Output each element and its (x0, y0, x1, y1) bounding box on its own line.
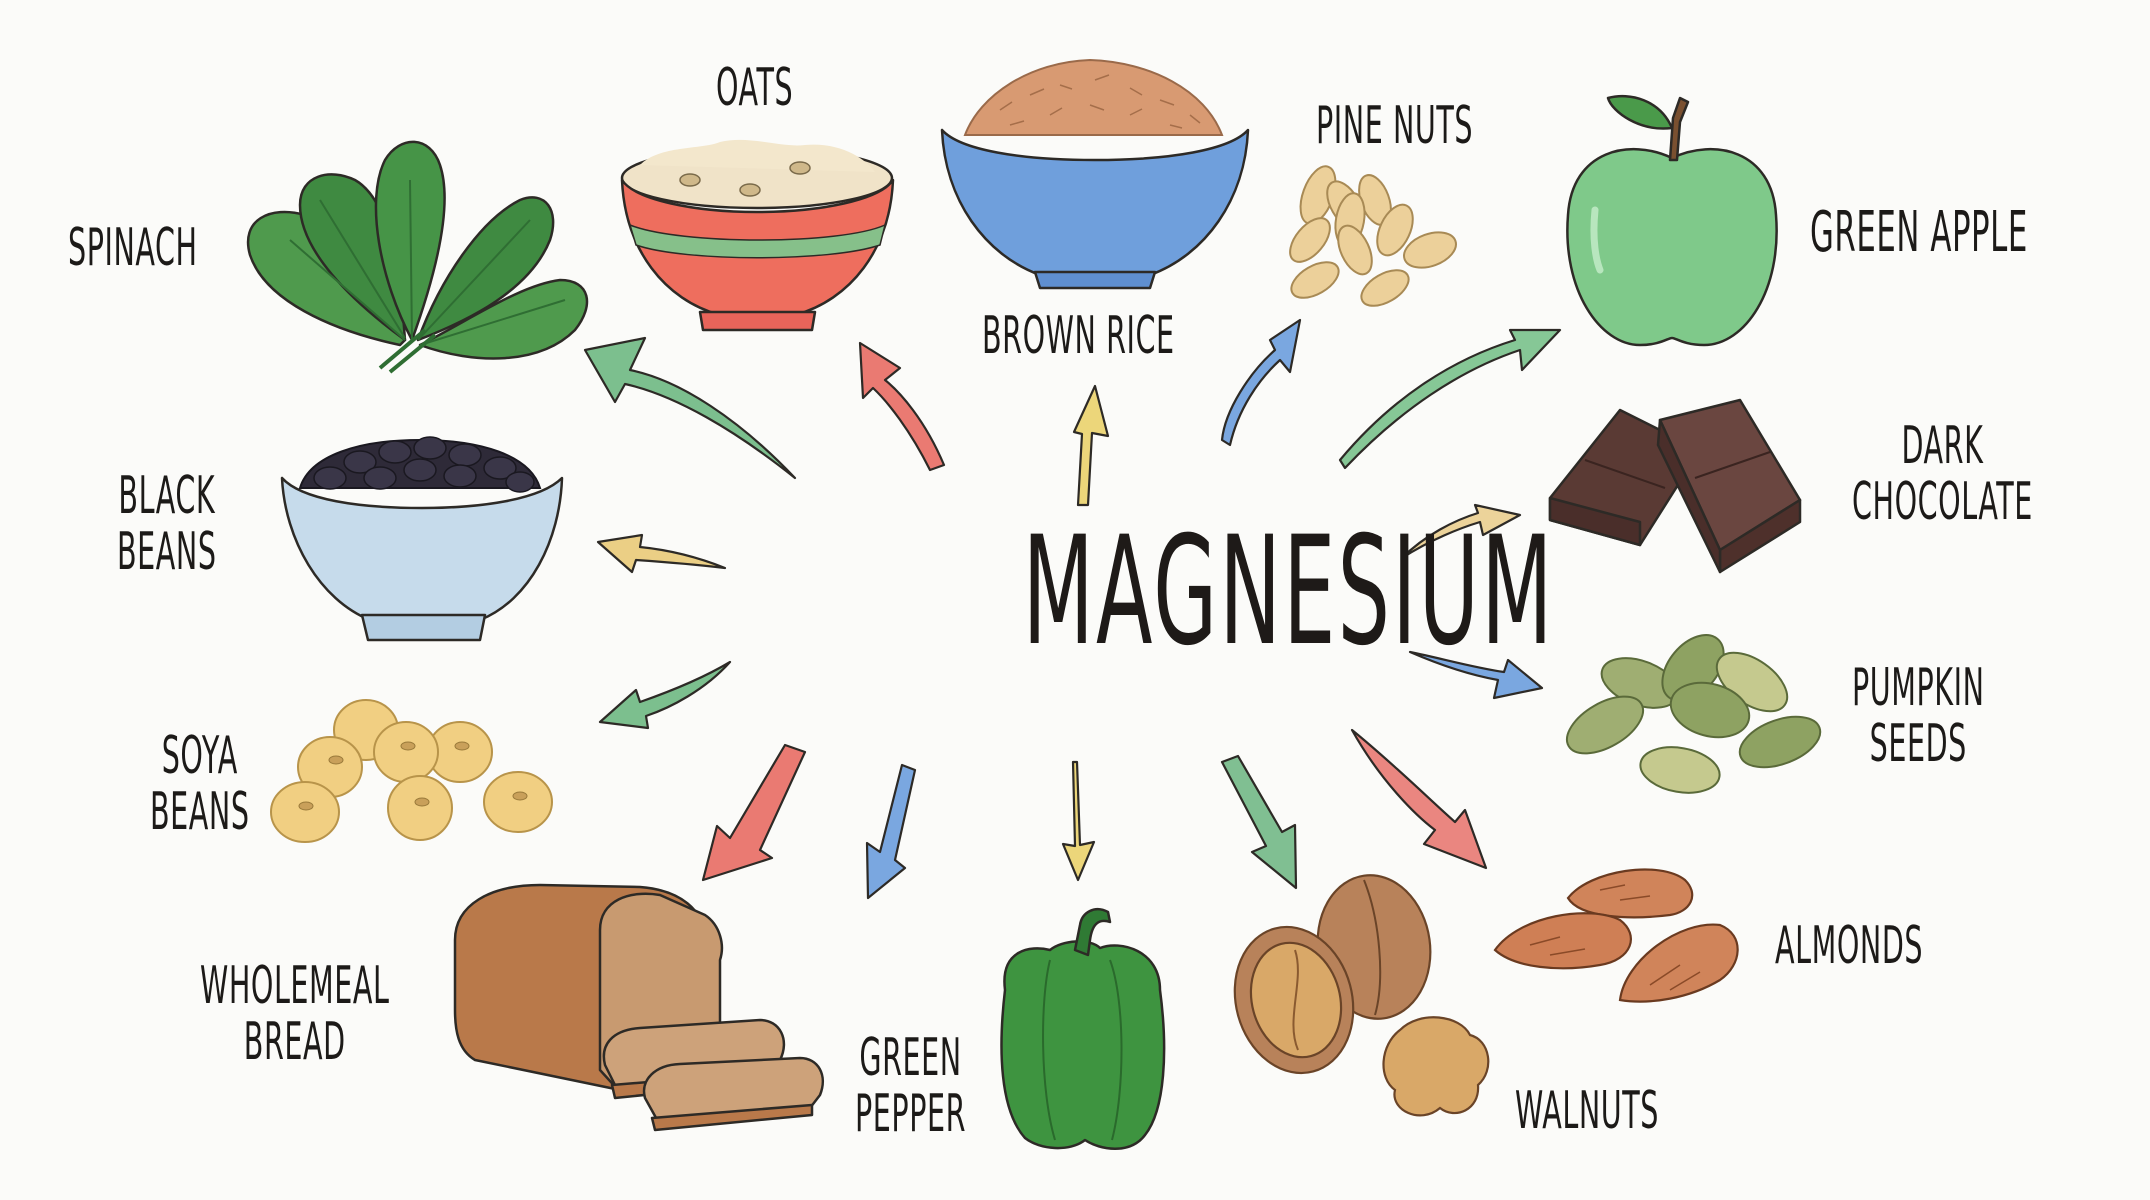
label-brown-rice: BROWN RICE (982, 306, 1175, 366)
arrow-to-bread-icon (865, 763, 917, 900)
label-pine-nuts: PINE NUTS (1316, 96, 1474, 156)
walnuts-illustration (1233, 874, 1490, 1117)
spinach-illustration (246, 140, 589, 374)
arrow-to-pine-nuts-icon (1220, 318, 1302, 447)
arrow-to-green-apple-icon (1338, 328, 1562, 470)
soya-beans-illustration (270, 699, 553, 843)
label-green-apple: GREEN APPLE (1810, 200, 2028, 265)
arrow-to-pumpkin-seeds-icon (1408, 650, 1544, 700)
label-dark-chocolate: DARK CHOCOLATE (1852, 416, 2033, 533)
arrow-to-dark-chocolate-icon (1400, 503, 1522, 560)
arrow-to-walnuts-icon (1220, 754, 1298, 890)
arrow-to-soya-beans-icon (598, 660, 732, 730)
arrow-to-brown-rice-icon (1072, 384, 1110, 507)
green-pepper-illustration (1000, 908, 1166, 1150)
label-almonds: ALMONDS (1775, 916, 1924, 976)
title-magnesium: MAGNESIUM (1022, 505, 1555, 679)
label-wholemeal-bread: WHOLEMEAL BREAD (200, 956, 390, 1073)
label-walnuts: WALNUTS (1515, 1081, 1660, 1141)
arrow-to-green-pepper-icon (1061, 760, 1096, 882)
oats-bowl-illustration (620, 139, 895, 332)
green-apple-illustration (1566, 94, 1778, 347)
arrow-to-spinach-icon (583, 336, 797, 480)
arrows (583, 318, 1562, 900)
brown-rice-bowl-illustration (940, 58, 1250, 290)
arrow-to-almonds-icon (1350, 728, 1488, 870)
almonds-illustration (1493, 868, 1739, 1003)
pumpkin-seeds-illustration (1566, 634, 1822, 794)
label-soya-beans: SOYA BEANS (150, 726, 250, 843)
pine-nuts-illustration (1289, 165, 1457, 307)
label-oats: OATS (716, 58, 794, 118)
arrow-to-oats-icon (858, 341, 946, 472)
label-spinach: SPINACH (68, 218, 198, 278)
label-green-pepper: GREEN PEPPER (855, 1028, 967, 1145)
wholemeal-bread-illustration (453, 883, 825, 1132)
arrow-to-bread-red-icon (701, 743, 807, 882)
label-pumpkin-seeds: PUMPKIN SEEDS (1852, 658, 1985, 775)
label-black-beans: BLACK BEANS (117, 466, 217, 583)
dark-chocolate-illustration (1548, 398, 1802, 574)
black-beans-illustration (280, 436, 564, 642)
arrow-to-black-beans-icon (596, 533, 727, 574)
